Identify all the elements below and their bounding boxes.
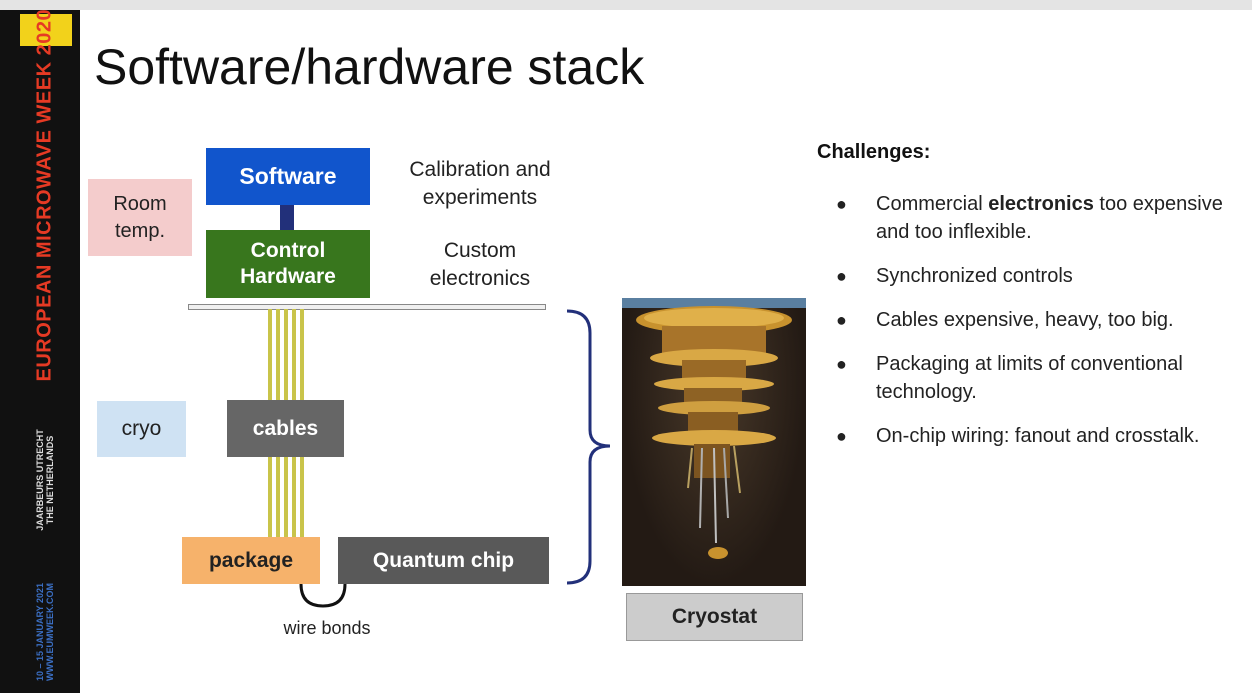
bullet-icon: ●	[836, 354, 847, 374]
challenge-item: ● Synchronized controls	[828, 262, 1238, 290]
quantum-chip-box: Quantum chip	[338, 537, 549, 584]
software-box: Software	[206, 148, 370, 205]
cryostat-label: Cryostat	[626, 593, 803, 641]
top-strip	[0, 0, 1252, 10]
yellow-accent	[20, 14, 72, 46]
challenge-item: ● Commercial electronics too expensive an…	[828, 190, 1238, 246]
challenge-text: Cables expensive, heavy, too big.	[876, 309, 1174, 331]
challenge-bold: electronics	[988, 193, 1094, 215]
temperature-plate	[188, 304, 546, 310]
event-name: EUROPEAN MICROWAVE WEEK 2020	[33, 8, 56, 382]
calibration-label: Calibration and experiments	[409, 158, 551, 209]
challenge-text: Commercial	[876, 193, 989, 215]
cryostat-illustration	[622, 298, 806, 559]
wire-bond-arc	[299, 583, 347, 608]
challenge-text: Synchronized controls	[876, 265, 1073, 287]
cables-box: cables	[227, 400, 344, 457]
challenges-list: ● Commercial electronics too expensive an…	[828, 190, 1238, 466]
venue-line-2: THE NETHERLANDS	[45, 435, 55, 525]
challenge-item: ● Cables expensive, heavy, too big.	[828, 306, 1238, 334]
software-hardware-connector	[280, 205, 294, 230]
bullet-icon: ●	[836, 194, 847, 214]
challenge-item: ● On-chip wiring: fanout and crosstalk.	[828, 422, 1238, 450]
room-temp-label: Room temp.	[88, 179, 192, 256]
event-dates: 10 – 15 JANUARY 2021 WWW.EUMWEEK.COM	[35, 572, 55, 692]
slide-title: Software/hardware stack	[94, 39, 645, 95]
challenge-text: too expensive and too inflexible.	[876, 193, 1223, 243]
challenges-heading: Challenges:	[817, 141, 931, 163]
dates-line-1: 10 – 15 JANUARY 2021	[35, 582, 45, 682]
cryo-brace	[566, 309, 611, 585]
bullet-icon: ●	[836, 266, 847, 286]
cryostat-photo	[622, 298, 806, 586]
challenge-text: Packaging at limits of conventional tech…	[876, 353, 1183, 403]
package-box: package	[182, 537, 320, 584]
bullet-icon: ●	[836, 310, 847, 330]
event-venue: JAARBEURS UTRECHT THE NETHERLANDS	[35, 415, 55, 545]
venue-line-1: JAARBEURS UTRECHT	[35, 429, 45, 531]
cryo-label: cryo	[97, 401, 186, 457]
wire-bonds-label: wire bonds	[283, 618, 371, 638]
event-sidebar: EUROPEAN MICROWAVE WEEK 2020 JAARBEURS U…	[0, 8, 80, 693]
control-hardware-box: Control Hardware	[206, 230, 370, 298]
challenge-item: ● Packaging at limits of conventional tec…	[828, 350, 1238, 406]
bullet-icon: ●	[836, 426, 847, 446]
dates-line-2: WWW.EUMWEEK.COM	[45, 583, 55, 681]
custom-electronics-label: Custom electronics	[429, 239, 531, 290]
challenge-text: On-chip wiring: fanout and crosstalk.	[876, 425, 1200, 447]
